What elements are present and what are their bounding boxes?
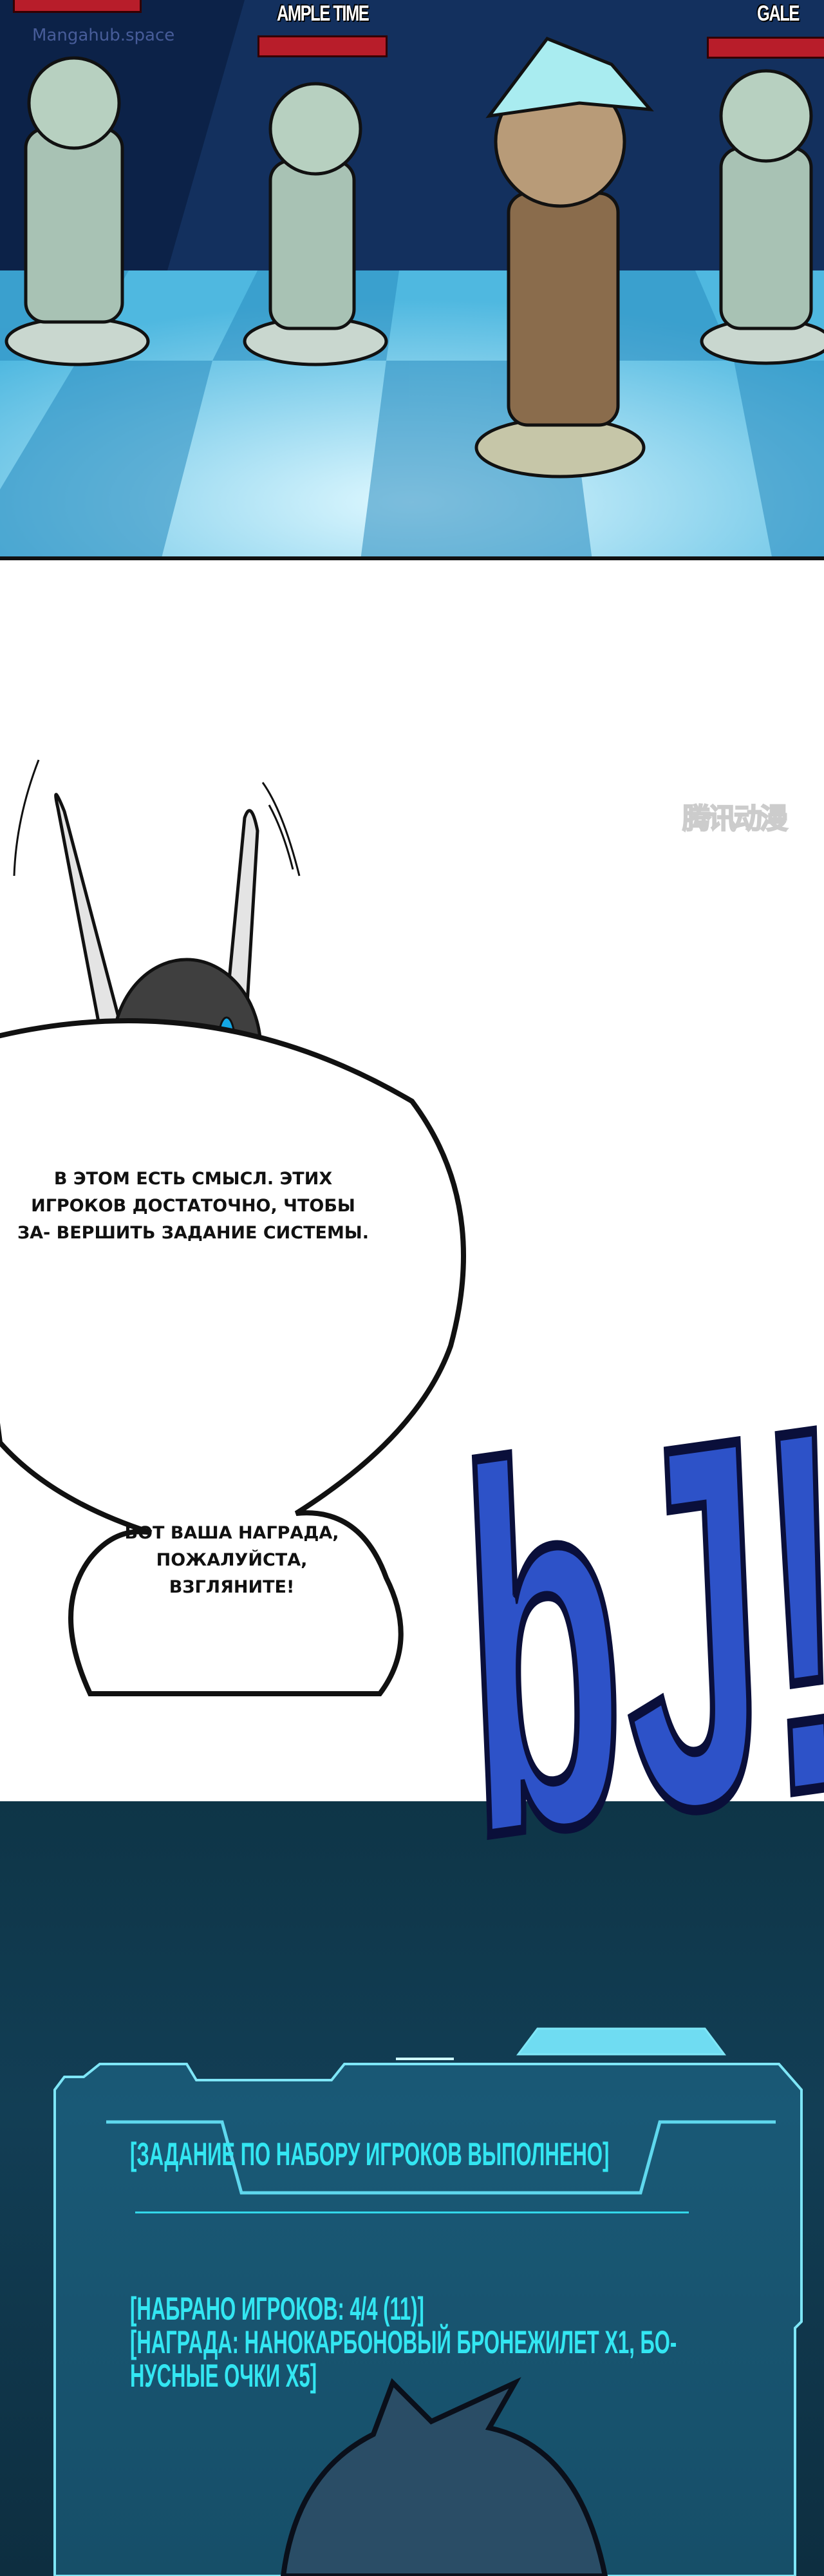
hp-bar [707,37,824,59]
system-window-frame [53,2027,803,2576]
watermark: Mangahub.space [32,26,175,45]
figurine-bases [5,316,824,478]
speech-bubble-text: ВОТ ВАША НАГРАДА, ПОЖАЛУЙСТА, ВЗГЛЯНИТЕ! [124,1523,339,1597]
speech-bubbles [0,1018,466,1696]
sfx-text: bJ! [417,1316,824,1947]
system-line: НУСНЫЕ ОЧКИ X5] [130,2358,317,2394]
speech-bubble-text: В ЭТОМ ЕСТЬ СМЫСЛ. ЭТИХ ИГРОКОВ ДОСТАТОЧ… [17,1169,370,1243]
system-title: [ЗАДАНИЕ ПО НАБОРУ ИГРОКОВ ВЫПОЛНЕНО] [130,2136,610,2172]
game-board-panel: AMPLE TIME GALE Mangahub.space [0,0,824,560]
player-name-label: AMPLE TIME [277,1,370,26]
watermark: 腾讯动漫 [682,802,789,836]
chessboard-scene [0,0,824,556]
player-name-label: GALE [757,1,800,26]
character-hair [280,2377,608,2576]
divider [135,2211,689,2213]
hp-bar [258,35,388,57]
system-line: [НАБРАНО ИГРОКОВ: 4/4 (11)] [130,2291,424,2327]
system-line: [НАГРАДА: НАНОКАРБОНОВЫЙ БРОНЕЖИЛЕТ X1, … [130,2324,677,2360]
hp-bar [13,0,142,13]
